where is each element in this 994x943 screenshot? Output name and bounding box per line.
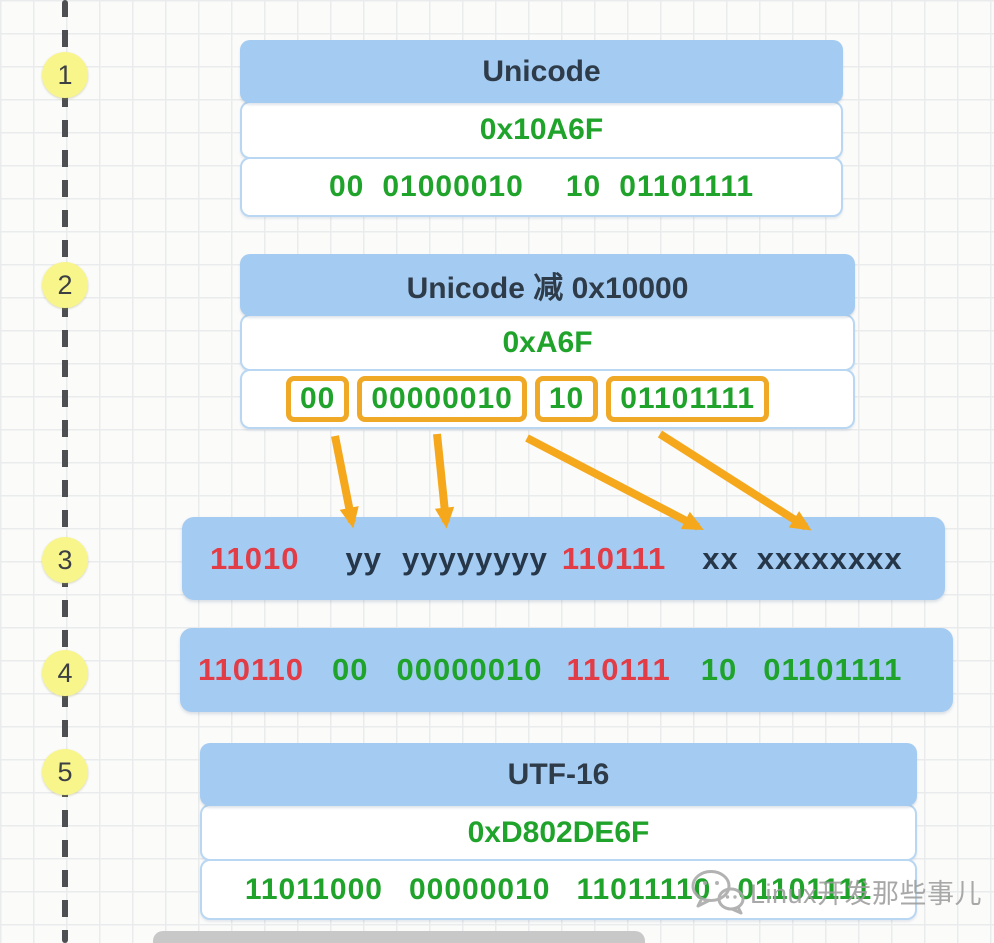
payload-bits: 00	[332, 652, 369, 687]
binary-group: 01000010	[382, 170, 524, 203]
timeline-dashed-line	[62, 0, 68, 943]
placeholder-bits: yyyyyyyy	[401, 540, 548, 576]
unicode-box-header: Unicode	[240, 40, 843, 103]
high-surrogate-prefix: 110110	[198, 652, 305, 687]
placeholder-bits: xx	[702, 540, 739, 576]
surrogate-filled-bar: 110110 00 00000010 110111 10 01101111	[180, 628, 953, 712]
utf16-hex-row: 0xD802DE6F	[200, 804, 917, 861]
step-badge-3: 3	[42, 537, 88, 583]
unicode-minus-box-header: Unicode 减 0x10000	[240, 254, 855, 316]
next-box-top-edge	[153, 931, 645, 943]
watermark: Linux开发那些事儿	[688, 866, 982, 916]
highlighted-bit-group: 00000010	[357, 376, 527, 422]
binary-group: 01101111	[737, 872, 873, 906]
step-badge-4: 4	[42, 650, 88, 696]
binary-group: 10	[565, 170, 602, 203]
placeholder-bits: yy	[345, 540, 382, 576]
step-badge-1: 1	[42, 52, 88, 98]
step-badge-2: 2	[42, 262, 88, 308]
low-surrogate-prefix: 110111	[566, 652, 671, 687]
low-surrogate-prefix: 110111	[561, 540, 667, 576]
unicode-binary-row: 00 01000010 10 01101111	[240, 157, 843, 217]
placeholder-bits: xxxxxxxx	[756, 540, 903, 576]
highlighted-bit-group: 01101111	[606, 376, 770, 422]
payload-bits: 00000010	[396, 652, 543, 687]
surrogate-template-bar: 11010 yy yyyyyyyy 110111 xx xxxxxxxx	[182, 517, 945, 600]
highlighted-bit-group: 00	[286, 376, 350, 422]
binary-group: 11011000	[244, 872, 383, 906]
binary-group: 00	[328, 170, 365, 203]
utf16-binary-row: 11011000 00000010 11011110 01101111	[200, 859, 917, 920]
payload-bits: 10	[700, 652, 738, 687]
high-surrogate-prefix: 11010	[210, 540, 300, 576]
binary-group: 11011110	[576, 872, 712, 906]
watermark-text: Linux开发那些事儿	[750, 878, 983, 909]
highlighted-bit-group: 10	[534, 376, 599, 422]
wechat-logo-icon	[691, 870, 745, 915]
utf16-box-header: UTF-16	[200, 743, 917, 806]
binary-group: 00000010	[408, 872, 551, 906]
step-badge-5: 5	[42, 749, 88, 795]
binary-group: 01101111	[619, 170, 755, 203]
payload-bits: 01101111	[763, 652, 903, 687]
unicode-hex-row: 0x10A6F	[240, 101, 843, 159]
unicode-minus-binary-row: 00 00000010 10 01101111	[240, 369, 855, 429]
unicode-minus-hex-row: 0xA6F	[240, 314, 855, 371]
